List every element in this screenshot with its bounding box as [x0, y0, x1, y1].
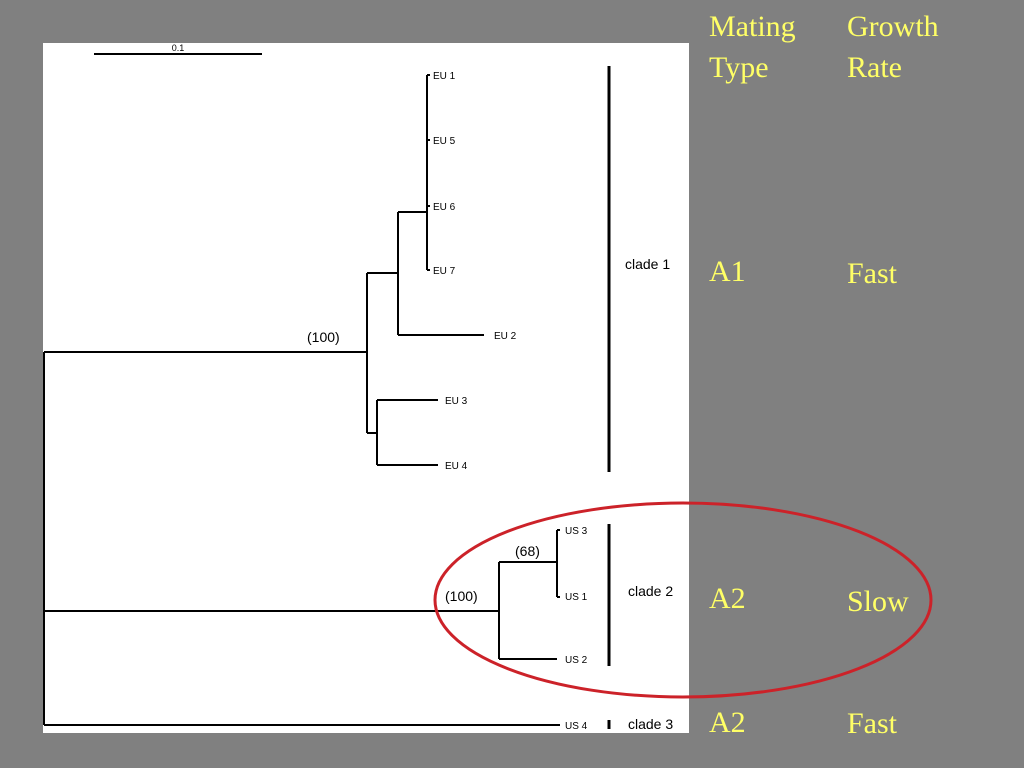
taxon-label: US 4 — [565, 721, 588, 732]
taxon-label: EU 3 — [445, 396, 468, 407]
scale-bar-label: 0.1 — [172, 43, 185, 53]
bootstrap-value: (100) — [307, 329, 340, 345]
taxon-label: US 3 — [565, 526, 588, 537]
clade-label: clade 2 — [628, 583, 673, 599]
bootstrap-labels: (100) (68) (100) — [307, 329, 540, 604]
growth-rate-clade2: Slow — [847, 585, 909, 618]
taxon-label: EU 7 — [433, 266, 456, 277]
clade-labels: clade 1 clade 2 clade 3 — [625, 256, 673, 732]
taxon-label: US 2 — [565, 655, 588, 666]
taxon-labels: EU 1 EU 5 EU 6 EU 7 EU 2 EU 3 EU 4 US 3 … — [433, 71, 588, 732]
bootstrap-value: (100) — [445, 588, 478, 604]
header-mating-type: Mating Type — [709, 10, 796, 84]
clade-label: clade 1 — [625, 256, 670, 272]
taxon-label: EU 5 — [433, 136, 456, 147]
taxon-label: US 1 — [565, 592, 588, 603]
tree-branches — [43, 74, 560, 726]
clade-label: clade 3 — [628, 716, 673, 732]
highlight-ellipse — [433, 501, 933, 699]
taxon-label: EU 4 — [445, 461, 468, 472]
growth-rate-clade3: Fast — [847, 707, 898, 740]
mating-type-clade2: A2 — [709, 582, 746, 615]
taxon-label: EU 2 — [494, 331, 517, 342]
header-growth-rate: Growth Rate — [847, 10, 939, 84]
mating-type-clade3: A2 — [709, 706, 746, 739]
growth-rate-clade1: Fast — [847, 257, 898, 290]
taxon-label: EU 6 — [433, 202, 456, 213]
bootstrap-value: (68) — [515, 543, 540, 559]
mating-type-clade1: A1 — [709, 255, 746, 288]
taxon-label: EU 1 — [433, 71, 456, 82]
